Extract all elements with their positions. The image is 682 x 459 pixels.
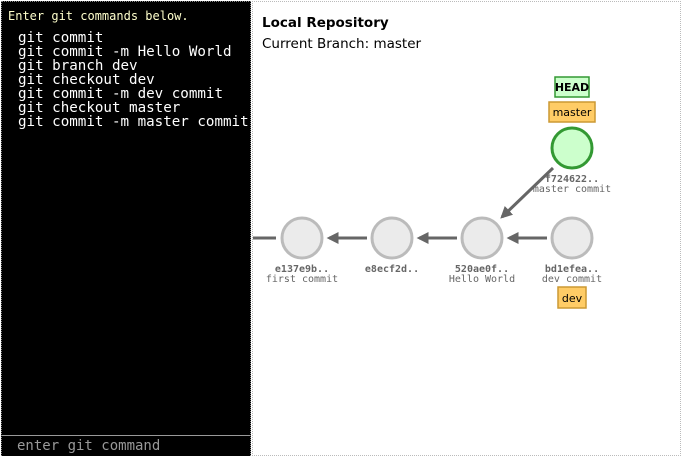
commit-id-label: e137e9b..	[275, 264, 329, 275]
commit-message-label: first commit	[266, 274, 338, 285]
commit-graph: e137e9b.. first commit e8ecf2d.. 520ae0f…	[253, 76, 611, 309]
commit-node[interactable]	[370, 216, 414, 260]
command-history-item: git checkout master	[18, 100, 181, 116]
git-command-input[interactable]	[2, 435, 250, 456]
command-history-item: git commit -m master commit	[18, 114, 249, 130]
command-history-item: git commit	[18, 30, 104, 46]
commit-id-label: f724622..	[545, 174, 599, 185]
head-tag-label: HEAD	[555, 81, 589, 94]
terminal-header: Enter git commands below.	[8, 9, 189, 23]
branch-tag-dev[interactable]	[557, 286, 587, 309]
head-tag	[554, 76, 590, 98]
command-history: git commit git commit -m Hello World git…	[18, 31, 249, 129]
branch-tag-master[interactable]	[548, 101, 596, 123]
graph-panel: Local Repository Current Branch: master …	[252, 1, 681, 456]
commit-node[interactable]	[280, 216, 324, 260]
commit-message-label: Hello World	[449, 274, 515, 285]
commit-node[interactable]	[550, 216, 594, 260]
head-commit-node[interactable]	[550, 126, 594, 170]
command-history-item: git commit -m Hello World	[18, 44, 232, 60]
current-branch-label: Current Branch: master	[262, 36, 422, 52]
commit-id-label: e8ecf2d..	[365, 264, 419, 275]
branch-tag-dev-label: dev	[562, 292, 583, 305]
branch-tag-master-label: master	[553, 106, 592, 119]
commit-node[interactable]	[460, 216, 504, 260]
commit-message-label: master commit	[533, 184, 611, 195]
command-history-item: git branch dev	[18, 58, 138, 74]
commit-message-label: dev commit	[542, 274, 602, 285]
commit-id-label: 520ae0f..	[455, 264, 509, 275]
terminal-panel: Enter git commands below. git commit git…	[1, 1, 251, 456]
commit-edge	[500, 166, 555, 219]
commit-id-label: bd1efea..	[545, 264, 599, 275]
command-history-item: git commit -m dev commit	[18, 86, 223, 102]
graph-title: Local Repository	[262, 15, 389, 31]
command-history-item: git checkout dev	[18, 72, 155, 88]
